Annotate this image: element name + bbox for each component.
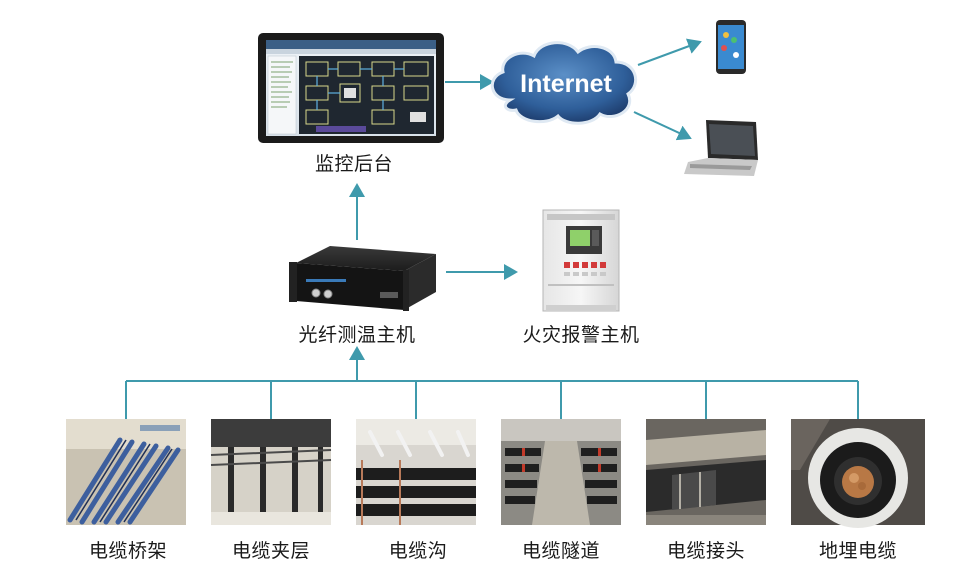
internet-cloud-icon: Internet [490, 41, 638, 125]
arrow-internet-to-phone [637, 38, 702, 66]
cable-joint-photo [646, 419, 766, 525]
buried-cable-photo [791, 419, 925, 528]
smartphone-icon [716, 20, 746, 74]
cable-tray-photo [66, 419, 186, 525]
site-label-cable-trench: 电缆沟 [388, 540, 448, 562]
site-label-cable-tray: 电缆桥架 [88, 540, 168, 562]
site-label-cable-joint: 电缆接头 [666, 540, 746, 562]
internet-label: Internet [520, 70, 612, 98]
monitor-backend-icon [258, 33, 444, 143]
site-label-cable-mezzanine: 电缆夹层 [231, 540, 311, 562]
cable-tunnel-photo [501, 419, 621, 525]
monitor-backend-label: 监控后台 [314, 153, 394, 175]
fiber-host-icon [289, 246, 436, 311]
cable-mezzanine-photo [210, 419, 332, 525]
arrow-internet-to-laptop [633, 111, 692, 141]
fire-alarm-host-label: 火灾报警主机 [522, 324, 640, 346]
fiber-host-label: 光纤测温主机 [298, 324, 416, 346]
bus-connectors [125, 380, 859, 420]
site-label-buried-cable: 地埋电缆 [818, 540, 898, 562]
site-label-cable-tunnel: 电缆隧道 [521, 540, 601, 562]
fire-alarm-host-icon [542, 209, 620, 312]
laptop-icon [684, 120, 758, 176]
cable-trench-photo [356, 419, 476, 525]
